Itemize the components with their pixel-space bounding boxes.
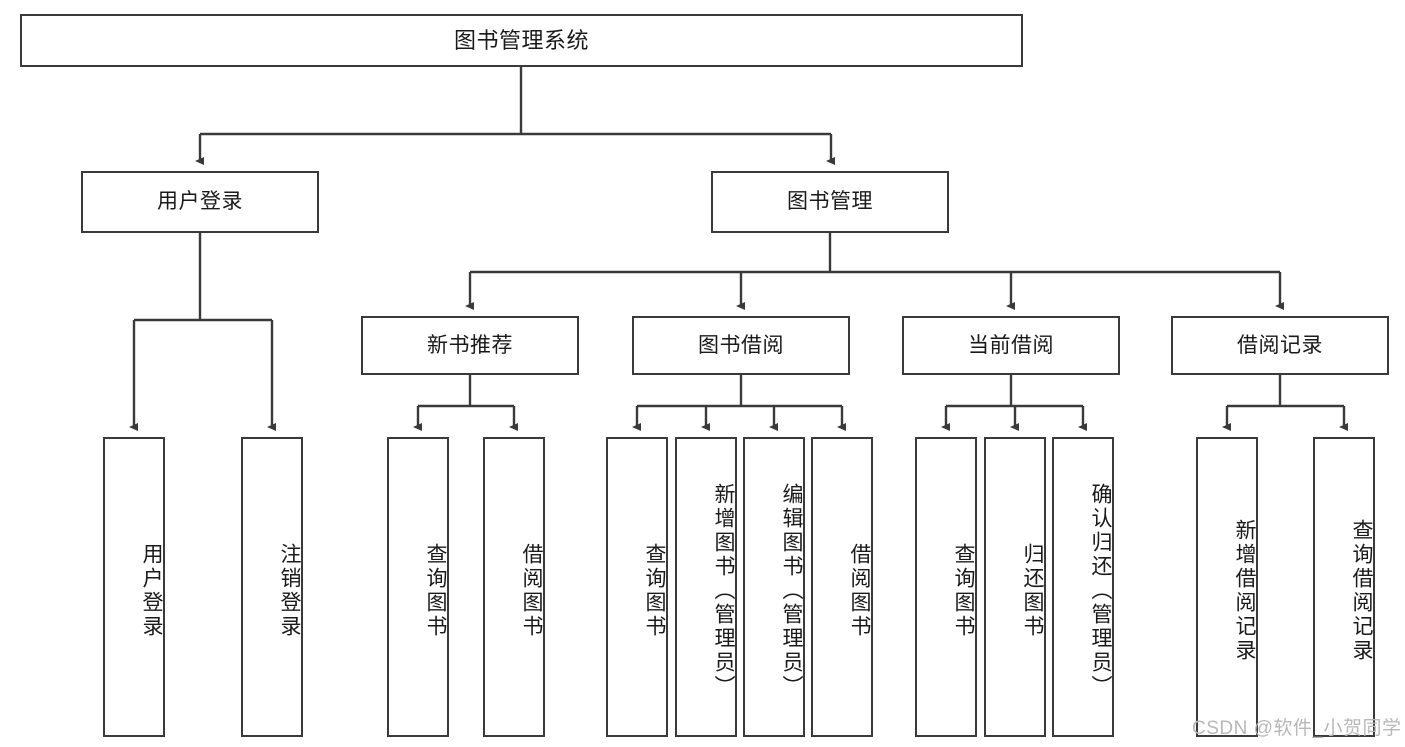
node-label: 借阅记录 (1237, 333, 1323, 357)
node-label: 图书管理系统 (453, 27, 589, 53)
leaf-logout[interactable]: 注销登录 (241, 437, 303, 737)
leaf-user-login[interactable]: 用户登录 (103, 437, 165, 737)
leaf-edit-book-admin[interactable]: 编辑图书（管理员） (743, 437, 805, 737)
leaf-return-book[interactable]: 归还图书 (984, 437, 1046, 737)
leaf-add-book-admin[interactable]: 新增图书（管理员） (675, 437, 737, 737)
node-label: 新书推荐 (427, 333, 513, 357)
node-borrow-record[interactable]: 借阅记录 (1171, 316, 1389, 375)
node-label: 查询借阅记录 (1350, 519, 1373, 663)
node-label: 借阅图书 (848, 543, 871, 639)
node-new-book-recommend[interactable]: 新书推荐 (361, 316, 579, 375)
node-label: 用户登录 (140, 543, 163, 639)
leaf-borrow-book[interactable]: 借阅图书 (811, 437, 873, 737)
node-label: 用户登录 (157, 190, 243, 214)
leaf-query-book-recommend[interactable]: 查询图书 (387, 437, 449, 737)
leaf-confirm-return-admin[interactable]: 确认归还（管理员） (1052, 437, 1114, 737)
node-label: 查询图书 (643, 543, 666, 639)
leaf-query-borrow-record[interactable]: 查询借阅记录 (1313, 437, 1375, 737)
node-label: 当前借阅 (968, 333, 1054, 357)
node-label: 归还图书 (1021, 543, 1044, 639)
leaf-query-book-borrow[interactable]: 查询图书 (606, 437, 668, 737)
node-label: 新增图书（管理员） (712, 483, 735, 699)
node-label: 图书借阅 (698, 333, 784, 357)
csdn-watermark: CSDN @软件_小贺同学 (1192, 718, 1402, 739)
node-root[interactable]: 图书管理系统 (20, 14, 1023, 67)
node-label: 查询图书 (424, 543, 447, 639)
node-label: 图书管理 (787, 190, 873, 214)
node-label: 新增借阅记录 (1233, 519, 1256, 663)
node-label: 注销登录 (278, 543, 301, 639)
node-book-borrow[interactable]: 图书借阅 (632, 316, 850, 375)
node-label: 查询图书 (952, 543, 975, 639)
node-current-borrow[interactable]: 当前借阅 (902, 316, 1120, 375)
node-user-login[interactable]: 用户登录 (81, 171, 319, 233)
node-label: 编辑图书（管理员） (780, 483, 803, 699)
leaf-borrow-book-recommend[interactable]: 借阅图书 (483, 437, 545, 737)
node-book-management[interactable]: 图书管理 (711, 171, 949, 233)
leaf-query-book-current[interactable]: 查询图书 (915, 437, 977, 737)
leaf-add-borrow-record[interactable]: 新增借阅记录 (1196, 437, 1258, 737)
node-label: 确认归还（管理员） (1089, 483, 1112, 699)
node-label: 借阅图书 (520, 543, 543, 639)
